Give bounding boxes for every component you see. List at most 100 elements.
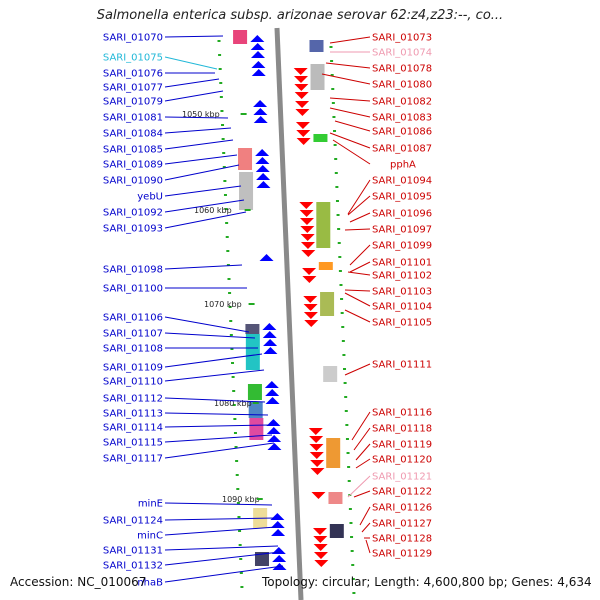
left-gene-label[interactable]: SARI_01092 [103, 208, 163, 219]
tier-dot [223, 194, 227, 196]
reverse-gene-arrow [295, 101, 310, 108]
right-gene-label[interactable]: SARI_01086 [372, 127, 432, 138]
tier-dot [229, 334, 233, 336]
right-gene-label[interactable]: SARI_01083 [372, 113, 432, 124]
left-gene-label[interactable]: SARI_01076 [103, 69, 163, 80]
reverse-gene-arrow [294, 84, 309, 91]
tier-dot [334, 158, 338, 160]
right-gene-label[interactable]: SARI_01097 [372, 225, 432, 236]
right-gene-label[interactable]: SARI_01128 [372, 534, 432, 545]
left-gene-label[interactable]: SARI_01110 [103, 377, 163, 388]
tier-dot [332, 116, 336, 118]
right-gene-label[interactable]: SARI_01101 [372, 258, 432, 269]
right-gene-label[interactable]: SARI_01105 [372, 318, 432, 329]
tier-dot [238, 530, 242, 532]
kbp-tick [256, 498, 263, 500]
reverse-gene-arrow [314, 560, 329, 567]
reverse-gene-arrow [302, 276, 317, 283]
right-gene-label[interactable]: SARI_01122 [372, 487, 432, 498]
tier-dot [235, 474, 239, 476]
left-gene-label[interactable]: SARI_01108 [103, 344, 163, 355]
tier-dot [233, 432, 237, 434]
left-gene-label[interactable]: yebU [137, 192, 163, 203]
left-gene-label[interactable]: SARI_01132 [103, 561, 163, 572]
right-gene-label[interactable]: SARI_01120 [372, 455, 432, 466]
left-gene-label[interactable]: SARI_01084 [103, 129, 163, 140]
kbp-tick [244, 209, 251, 211]
right-gene-label[interactable]: SARI_01073 [372, 33, 432, 44]
tier-dot [330, 60, 334, 62]
left-gene-label[interactable]: SARI_01070 [103, 33, 163, 44]
left-gene-label[interactable]: minE [138, 499, 163, 510]
left-gene-label[interactable]: SARI_01075 [103, 53, 163, 64]
tier-dot [225, 222, 229, 224]
right-gene-label[interactable]: SARI_01099 [372, 241, 432, 252]
left-gene-label[interactable]: SARI_01109 [103, 363, 163, 374]
left-gene-label[interactable]: SARI_01115 [103, 438, 163, 449]
right-gene-label[interactable]: SARI_01121 [372, 472, 432, 483]
left-gene-label[interactable]: SARI_01117 [103, 454, 163, 465]
right-gene-label[interactable]: SARI_01087 [372, 144, 432, 155]
left-gene-label[interactable]: SARI_01112 [103, 394, 163, 405]
right-connector-line [344, 292, 371, 307]
tier-dot [345, 438, 349, 440]
right-gene-label[interactable]: SARI_01126 [372, 503, 432, 514]
right-gene-label[interactable]: SARI_01104 [372, 302, 432, 313]
tier-dot [239, 572, 243, 574]
right-gene-label[interactable]: SARI_01078 [372, 64, 432, 75]
left-gene-label[interactable]: SARI_01077 [103, 83, 163, 94]
left-gene-label[interactable]: SARI_01124 [103, 516, 163, 527]
left-gene-label[interactable]: SARI_01093 [103, 224, 163, 235]
right-gene-label[interactable]: SARI_01095 [372, 192, 432, 203]
left-gene-label[interactable]: SARI_01079 [103, 97, 163, 108]
feature-block [326, 438, 341, 468]
left-gene-label[interactable]: SARI_01089 [103, 160, 163, 171]
right-gene-label[interactable]: SARI_01102 [372, 271, 432, 282]
reverse-gene-arrow [294, 92, 309, 99]
forward-gene-arrow [256, 181, 271, 188]
left-gene-label[interactable]: SARI_01114 [103, 423, 163, 434]
left-gene-label[interactable]: SARI_01107 [103, 329, 163, 340]
left-connector-line [164, 316, 250, 333]
left-gene-label[interactable]: SARI_01113 [103, 409, 163, 420]
left-gene-label[interactable]: minC [137, 531, 163, 542]
tier-dot [351, 578, 355, 580]
right-labels: SARI_01073SARI_01074SARI_01078SARI_01080… [372, 33, 432, 560]
forward-gene-arrow [267, 435, 282, 442]
right-gene-label[interactable]: SARI_01082 [372, 97, 432, 108]
feature-block [245, 324, 260, 334]
left-gene-label[interactable]: SARI_01106 [103, 313, 163, 324]
tier-dot [335, 200, 339, 202]
left-gene-label[interactable]: SARI_01100 [103, 284, 163, 295]
right-gene-label[interactable]: SARI_01111 [372, 360, 432, 371]
right-gene-label[interactable]: SARI_01074 [372, 48, 432, 59]
right-gene-label[interactable]: SARI_01129 [372, 549, 432, 560]
forward-gene-arrow [262, 323, 277, 330]
left-gene-label[interactable]: SARI_01090 [103, 176, 163, 187]
left-gene-label[interactable]: SARI_01081 [103, 113, 163, 124]
right-gene-label[interactable]: SARI_01096 [372, 209, 432, 220]
left-gene-label[interactable]: nhaB [137, 578, 163, 589]
left-gene-label[interactable]: SARI_01131 [103, 546, 163, 557]
right-gene-label[interactable]: SARI_01080 [372, 80, 432, 91]
left-connector-line [164, 442, 275, 459]
left-connector-line [164, 353, 263, 368]
left-gene-label[interactable]: SARI_01098 [103, 265, 163, 276]
tier-dot [230, 348, 234, 350]
right-gene-label[interactable]: SARI_01118 [372, 424, 432, 435]
right-connector-line [353, 427, 371, 451]
right-connector-line [321, 73, 371, 85]
tier-dot [347, 466, 351, 468]
right-gene-label[interactable]: pphA [390, 160, 416, 171]
right-gene-label[interactable]: SARI_01094 [372, 176, 432, 187]
tier-dot [330, 74, 334, 76]
right-gene-label[interactable]: SARI_01116 [372, 408, 432, 419]
left-gene-label[interactable]: SARI_01085 [103, 145, 163, 156]
right-gene-label[interactable]: SARI_01119 [372, 440, 432, 451]
reverse-gene-arrow [310, 468, 325, 475]
forward-gene-arrow [256, 173, 271, 180]
right-gene-label[interactable]: SARI_01103 [372, 287, 432, 298]
right-gene-label[interactable]: SARI_01127 [372, 519, 432, 530]
